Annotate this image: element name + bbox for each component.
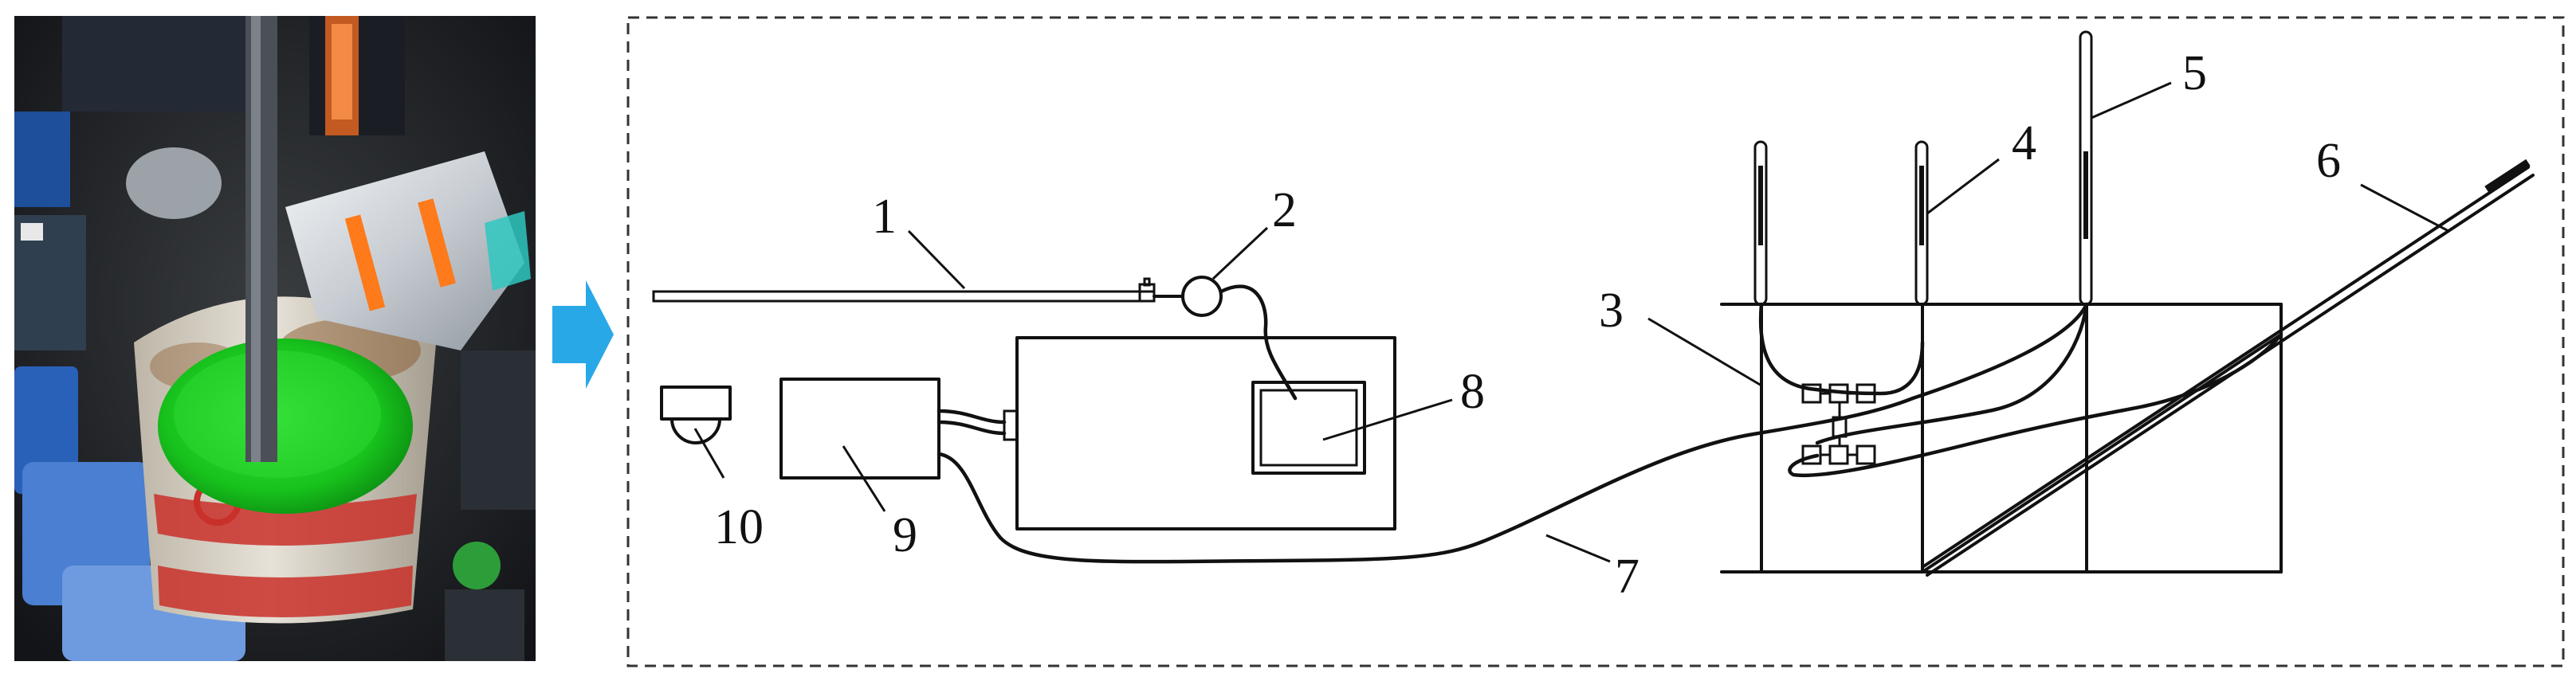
sensor-cable (937, 302, 2089, 564)
control-box (779, 378, 940, 480)
label-3: 3 (1599, 284, 1624, 338)
diagram-frame (626, 16, 2565, 667)
gauge (1181, 276, 1223, 317)
thermometer (1753, 140, 1768, 306)
connector (1003, 409, 1019, 441)
sensor-node (1801, 383, 1876, 465)
leader-lines (693, 81, 2449, 563)
label-5: 5 (2182, 46, 2207, 100)
main-unit (1015, 336, 1396, 530)
rod (652, 277, 1184, 303)
label-10: 10 (714, 500, 764, 554)
label-7: 7 (1615, 550, 1639, 604)
thermometer-tall (2079, 30, 2093, 306)
camera-icon (660, 386, 732, 444)
gauge-cable (1219, 284, 1298, 401)
right-arrow-icon (552, 280, 614, 389)
label-4: 4 (2012, 116, 2036, 170)
tank (1720, 303, 2283, 573)
label-6: 6 (2316, 134, 2341, 188)
mixing-bucket-photo (14, 16, 536, 661)
label-2: 2 (1272, 183, 1297, 237)
label-1: 1 (872, 190, 897, 244)
label-8: 8 (1460, 365, 1485, 419)
display-screen (1251, 381, 1366, 475)
label-9: 9 (893, 508, 917, 562)
thermometer (1914, 140, 1929, 306)
